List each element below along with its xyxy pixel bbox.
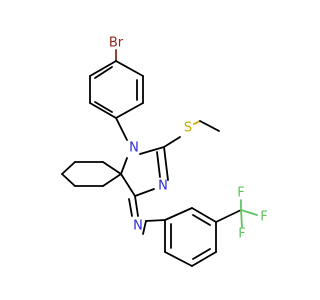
bond: [164, 251, 193, 267]
bond: [191, 207, 217, 223]
bond: [142, 220, 147, 235]
bond: [120, 173, 136, 197]
bond: [163, 136, 181, 148]
bond: [102, 173, 122, 187]
atom-label-f: F: [238, 227, 245, 242]
bond: [163, 146, 169, 181]
bond-double: [94, 101, 113, 113]
bond: [89, 60, 117, 77]
bond: [134, 195, 139, 217]
bond: [145, 219, 166, 222]
imidazoline-ring: [120, 146, 169, 197]
bond-double: [128, 198, 133, 217]
bond-double: [192, 248, 211, 260]
bond: [115, 60, 144, 77]
atom-label-s: S: [184, 121, 192, 136]
bond: [215, 209, 242, 223]
bond: [61, 161, 76, 175]
bond: [134, 188, 155, 197]
atom-label-n: N: [133, 219, 143, 234]
bond: [102, 161, 122, 175]
bond-c-f: [240, 209, 243, 228]
bond: [115, 117, 128, 141]
bond-double: [156, 151, 161, 178]
atom-label-n: N: [129, 141, 139, 156]
bond: [164, 207, 193, 221]
bond: [139, 146, 165, 155]
bond-double: [192, 214, 211, 226]
bond-c-s: [193, 120, 201, 125]
bond: [61, 173, 76, 187]
bond-c-f: [240, 209, 258, 216]
atom-label-n: N: [158, 179, 168, 194]
molecule-diagram: Br N S N N F F F: [61, 36, 268, 267]
bromophenyl-ring: [89, 49, 144, 119]
bond: [120, 157, 128, 175]
bond: [115, 102, 144, 119]
bond-double: [94, 66, 113, 79]
bond: [199, 120, 220, 132]
atom-label-f: F: [237, 186, 244, 201]
cyclohexane-ring: [61, 161, 122, 187]
trifluoromethylphenyl-ring: [164, 207, 217, 267]
bond: [89, 102, 117, 119]
atom-label-br: Br: [109, 36, 124, 51]
bond: [191, 251, 217, 267]
atom-label-f: F: [260, 210, 267, 225]
